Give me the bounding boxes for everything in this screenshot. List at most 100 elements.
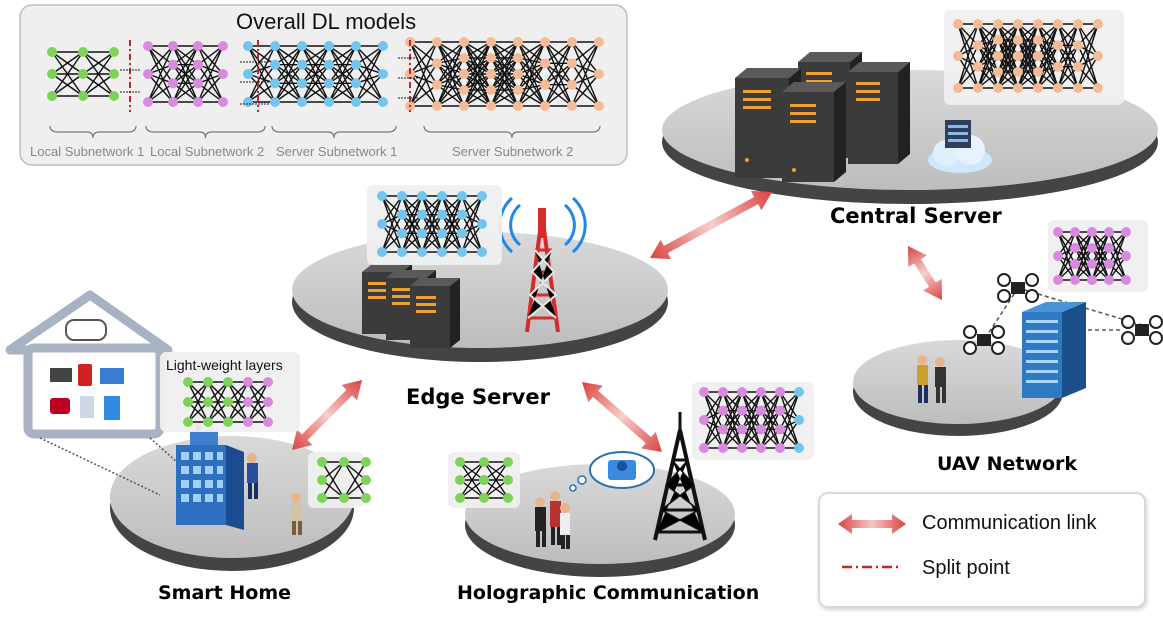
neuron	[1053, 83, 1063, 93]
neuron	[567, 79, 577, 90]
neuron	[775, 443, 785, 453]
neuron	[953, 19, 963, 29]
net-holographic	[455, 457, 513, 503]
neuron	[378, 69, 388, 79]
neuron	[223, 397, 233, 407]
net-edge-server	[377, 191, 487, 257]
neuron	[1053, 275, 1063, 285]
subnetwork-bracket	[145, 125, 266, 139]
neuron	[477, 247, 487, 257]
neuron	[143, 97, 153, 107]
neuron	[377, 219, 387, 229]
neuron	[324, 59, 334, 70]
neuron	[737, 424, 747, 435]
net-local-subnetwork-1	[47, 47, 119, 101]
neuron	[477, 191, 487, 201]
central-server-icon	[735, 52, 910, 182]
neuron	[218, 97, 228, 107]
neuron	[756, 387, 766, 397]
subnetwork-bracket	[271, 125, 397, 139]
neuron	[361, 493, 371, 503]
link-central-uav	[908, 246, 942, 300]
neuron	[459, 85, 469, 95]
neuron	[437, 228, 447, 239]
neuron	[270, 78, 280, 89]
neuron	[324, 41, 334, 51]
overall-panel-title: Overall DL models	[236, 9, 417, 34]
neuron	[513, 85, 523, 95]
neuron	[973, 19, 983, 29]
neuron	[1104, 259, 1114, 269]
neuron	[1013, 35, 1023, 45]
neuron	[459, 37, 469, 47]
neuron	[756, 424, 766, 435]
neuron	[193, 59, 203, 70]
neuron	[513, 37, 523, 47]
neuron	[1070, 259, 1080, 269]
neuron	[1070, 227, 1080, 237]
legend-communication-link: Communication link	[922, 512, 1097, 534]
neuron	[775, 424, 785, 435]
neuron	[1104, 227, 1114, 237]
neuron	[109, 91, 119, 101]
neuron	[477, 219, 487, 229]
neuron	[540, 79, 550, 90]
neuron	[361, 475, 371, 485]
net-server-subnetwork-1	[243, 41, 388, 107]
neuron	[503, 493, 513, 503]
neuron	[339, 457, 349, 467]
neuron	[78, 91, 88, 101]
neuron	[243, 397, 253, 407]
neuron	[263, 397, 273, 407]
link-edge-central	[650, 190, 772, 260]
neuron	[109, 47, 119, 57]
neuron	[457, 209, 467, 220]
neuron	[243, 97, 253, 107]
central-server-label: Central Server	[830, 204, 1002, 228]
neuron	[324, 78, 334, 89]
neuron	[377, 247, 387, 257]
neuron	[993, 51, 1003, 61]
neuron	[794, 387, 804, 397]
holographic-label: Holographic Communication	[457, 582, 760, 604]
neuron	[993, 67, 1003, 77]
neuron	[143, 69, 153, 79]
neuron	[317, 475, 327, 485]
neuron	[397, 247, 407, 257]
neuron	[1093, 83, 1103, 93]
neuron	[1033, 51, 1043, 61]
neuron	[993, 19, 1003, 29]
subnetwork-label-local2: Local Subnetwork 2	[150, 144, 265, 159]
neuron	[243, 377, 253, 387]
neuron	[513, 53, 523, 63]
neuron	[737, 387, 747, 397]
neuron	[378, 97, 388, 107]
neuron	[718, 443, 728, 453]
neuron	[397, 228, 407, 239]
neuron	[1033, 67, 1043, 77]
lightweight-layers-label: Light-weight layers	[166, 357, 283, 373]
net-smart-home	[317, 457, 371, 503]
neuron	[437, 209, 447, 220]
neuron	[203, 397, 213, 407]
neuron	[479, 493, 489, 503]
neuron	[718, 424, 728, 435]
neuron	[203, 417, 213, 427]
neuron	[1070, 243, 1080, 253]
neuron	[203, 377, 213, 387]
neuron	[567, 101, 577, 111]
neuron	[503, 475, 513, 485]
net-holographic-server	[699, 387, 804, 453]
neuron	[351, 59, 361, 70]
smart-building-icon	[176, 422, 244, 530]
neuron	[973, 40, 983, 51]
uav-network-label: UAV Network	[937, 453, 1078, 475]
lightweight-net-box	[160, 352, 300, 432]
neuron	[437, 191, 447, 201]
neuron	[567, 37, 577, 47]
neuron	[479, 475, 489, 485]
neuron	[1053, 19, 1063, 29]
neuron	[243, 41, 253, 51]
neuron	[417, 191, 427, 201]
neuron	[699, 443, 709, 453]
